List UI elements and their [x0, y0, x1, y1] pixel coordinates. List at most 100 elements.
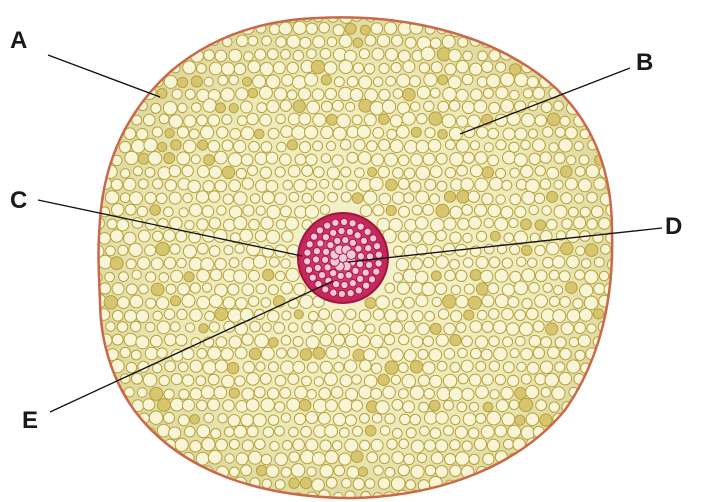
cortex-cell — [125, 310, 137, 322]
cortex-cell — [487, 74, 500, 87]
cortex-cell — [483, 453, 494, 464]
cortex-cell — [292, 126, 306, 140]
cortex-cell — [568, 415, 578, 425]
cortex-cell — [513, 490, 525, 502]
cortex-cell — [158, 61, 170, 73]
cortex-cell — [92, 401, 103, 412]
cortex-cell — [283, 441, 293, 451]
cortex-cell — [599, 271, 608, 280]
cortex-cell — [249, 451, 262, 464]
stele-cell — [322, 286, 329, 293]
cortex-cell — [156, 297, 168, 309]
cortex-cell — [594, 48, 606, 60]
cortex-cell — [397, 282, 409, 294]
cortex-cell — [255, 230, 266, 241]
cortex-cell — [600, 374, 613, 387]
cortex-cell — [126, 50, 137, 61]
cortex-cell — [463, 51, 473, 61]
cortex-cell — [229, 258, 239, 268]
cortex-cell — [555, 337, 566, 348]
cortex-cell — [281, 413, 290, 422]
cortex-cell — [526, 386, 539, 399]
cortex-cell — [338, 347, 350, 359]
cortex-cell — [393, 298, 403, 308]
cortex-cell — [295, 206, 307, 218]
cortex-cell — [579, 309, 592, 322]
cortex-cell — [594, 466, 605, 477]
cortex-cell — [176, 335, 187, 346]
cortex-cell — [430, 38, 441, 49]
cortex-cell — [107, 219, 117, 229]
cortex-cell — [293, 50, 304, 61]
cortex-cell — [540, 179, 551, 190]
cortex-cell — [228, 309, 242, 323]
cortex-cell — [462, 101, 474, 113]
cortex-cell — [540, 466, 550, 476]
cortex-cell — [321, 154, 330, 163]
cortex-cell — [393, 246, 403, 256]
cortex-cell — [599, 112, 612, 125]
cortex-cell — [99, 490, 110, 501]
cortex-cell — [456, 140, 469, 153]
cortex-cell — [313, 114, 326, 127]
cortex-cell — [533, 87, 545, 99]
cortex-cell — [560, 348, 571, 359]
cortex-cell — [475, 178, 488, 191]
cortex-cell — [476, 283, 488, 295]
cortex-cell — [477, 310, 487, 320]
cortex-cell — [210, 269, 222, 281]
cortex-cell — [580, 284, 593, 297]
cortex-cell — [125, 439, 136, 450]
cortex-cell — [137, 491, 149, 502]
cortex-cell — [237, 35, 249, 47]
cortex-cell — [298, 88, 310, 100]
cortex-cell — [385, 48, 397, 60]
cortex-cell — [469, 454, 479, 464]
cortex-cell — [260, 114, 272, 126]
cortex-cell — [463, 233, 472, 242]
cortex-cell — [379, 89, 390, 100]
cortex-cell — [536, 400, 547, 411]
cortex-cell — [199, 11, 209, 21]
cortex-cell — [359, 99, 372, 112]
cortex-cell — [515, 73, 528, 86]
cortex-cell — [462, 441, 472, 451]
cortex-cell — [607, 24, 617, 34]
cortex-cell — [405, 141, 418, 154]
cortex-cell — [132, 373, 143, 384]
cortex-cell — [163, 101, 177, 115]
cortex-cell — [106, 322, 115, 331]
cortex-cell — [529, 24, 540, 35]
cortex-cell — [204, 77, 213, 86]
cortex-cell — [385, 283, 395, 293]
cortex-cell — [430, 12, 439, 21]
cortex-cell — [378, 139, 389, 150]
cortex-cell — [144, 114, 156, 126]
cortex-cell — [380, 426, 390, 436]
cortex-cell — [470, 11, 482, 23]
cortex-cell — [584, 296, 598, 310]
cortex-cell — [423, 362, 435, 374]
cortex-cell — [218, 414, 227, 423]
cortex-cell — [445, 140, 455, 150]
cortex-cell — [340, 428, 350, 438]
cortex-cell — [481, 425, 494, 438]
cortex-cell — [242, 178, 253, 189]
cortex-cell — [540, 439, 553, 452]
cortex-cell — [498, 38, 507, 47]
cortex-cell — [131, 321, 141, 331]
cortex-cell — [575, 167, 585, 177]
cortex-cell — [367, 141, 378, 152]
cortex-cell — [302, 322, 313, 333]
cortex-cell — [554, 466, 564, 476]
cortex-cell — [247, 426, 258, 437]
cortex-cell — [547, 167, 559, 179]
cortex-cell — [470, 141, 479, 150]
cortex-cell — [185, 89, 195, 99]
cortex-cell — [145, 168, 155, 178]
cortex-cell — [267, 205, 280, 218]
cortex-cell — [131, 350, 141, 360]
cortex-cell — [573, 477, 586, 490]
cortex-cell — [574, 424, 587, 437]
cortex-cell — [197, 64, 207, 74]
